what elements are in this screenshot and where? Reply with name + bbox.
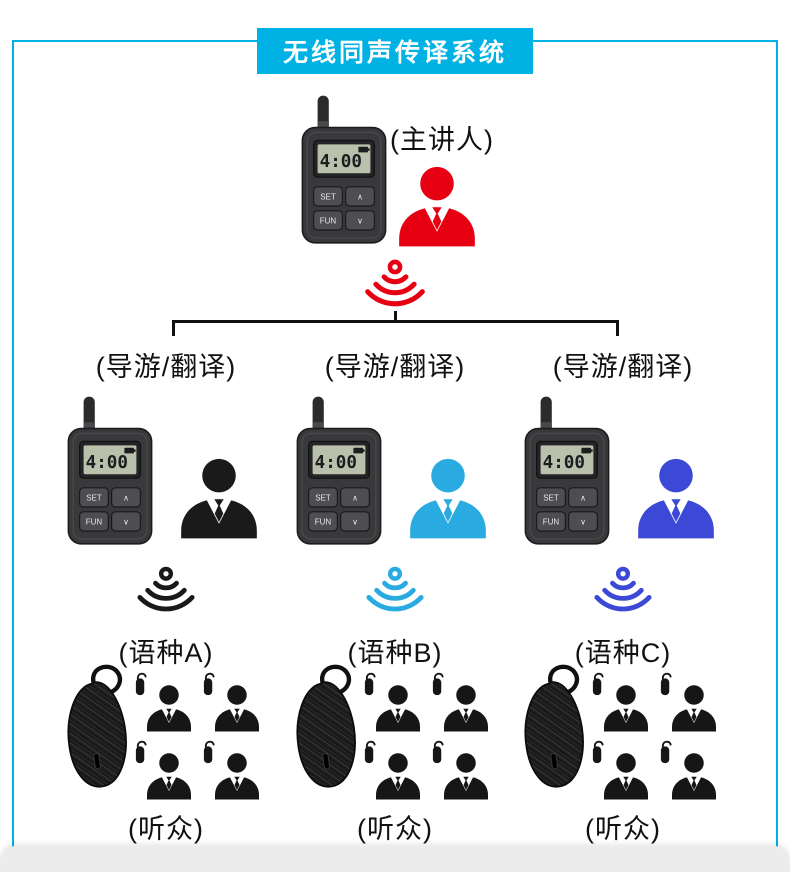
connector-stub-left <box>172 320 175 336</box>
audience-member <box>593 741 651 801</box>
audience-group <box>593 673 719 801</box>
connector-line-horizontal <box>172 320 619 323</box>
earphone-icon <box>287 663 367 795</box>
guide-person-icon <box>405 455 491 541</box>
receiver-device-icon <box>62 395 158 547</box>
audience-member <box>661 673 719 733</box>
audience-member <box>365 741 423 801</box>
language-label: (语种A) <box>118 638 214 668</box>
language-label: (语种C) <box>574 638 672 668</box>
audience-person-icon <box>373 683 423 733</box>
audience-person-icon <box>212 751 262 801</box>
guide-person-icon <box>633 455 719 541</box>
audience-member <box>661 741 719 801</box>
connector-stub-center <box>394 311 397 320</box>
guide-person-icon <box>176 455 262 541</box>
audience-person-icon <box>373 751 423 801</box>
audience-member <box>433 741 491 801</box>
guide-label: (导游/翻译) <box>552 352 694 382</box>
audience-member <box>204 673 262 733</box>
signal-waves-icon <box>579 563 667 618</box>
audience-label: (听众) <box>585 814 661 844</box>
next-section-edge <box>0 846 790 872</box>
receiver-device-icon <box>519 395 615 547</box>
audience-label: (听众) <box>128 814 204 844</box>
audience-person-icon <box>441 683 491 733</box>
audience-label: (听众) <box>357 814 433 844</box>
audience-person-icon <box>212 683 262 733</box>
audience-group <box>365 673 491 801</box>
audience-person-icon <box>144 683 194 733</box>
title-banner: 无线同声传译系统 <box>256 28 534 74</box>
audience-member <box>136 673 194 733</box>
speaker-person-icon <box>394 163 480 249</box>
guide-label: (导游/翻译) <box>324 352 466 382</box>
receiver-device-icon <box>291 395 387 547</box>
audience-person-icon <box>441 751 491 801</box>
audience-member <box>593 673 651 733</box>
audience-member <box>136 741 194 801</box>
audience-member <box>365 673 423 733</box>
connector-stub-right <box>616 320 619 336</box>
audience-group <box>136 673 262 801</box>
speaker-label: (主讲人) <box>390 125 494 155</box>
speaker-signal-icon <box>349 256 441 313</box>
language-label: (语种B) <box>347 638 443 668</box>
audience-person-icon <box>144 751 194 801</box>
audience-person-icon <box>601 683 651 733</box>
audience-person-icon <box>669 751 719 801</box>
guide-column-a: (导游/翻译) (语种A) <box>50 345 282 844</box>
guide-column-c: (导游/翻译) (语种C) <box>507 345 739 844</box>
audience-member <box>204 741 262 801</box>
signal-waves-icon <box>122 563 210 618</box>
audience-person-icon <box>669 683 719 733</box>
audience-person-icon <box>601 751 651 801</box>
page-title: 无线同声传译系统 <box>282 39 508 67</box>
guide-label: (导游/翻译) <box>95 352 237 382</box>
earphone-icon <box>515 663 595 795</box>
earphone-icon <box>58 663 138 795</box>
transmitter-device-icon <box>296 94 392 246</box>
guide-column-b: (导游/翻译) (语种B) <box>279 345 511 844</box>
signal-waves-icon <box>351 563 439 618</box>
audience-member <box>433 673 491 733</box>
